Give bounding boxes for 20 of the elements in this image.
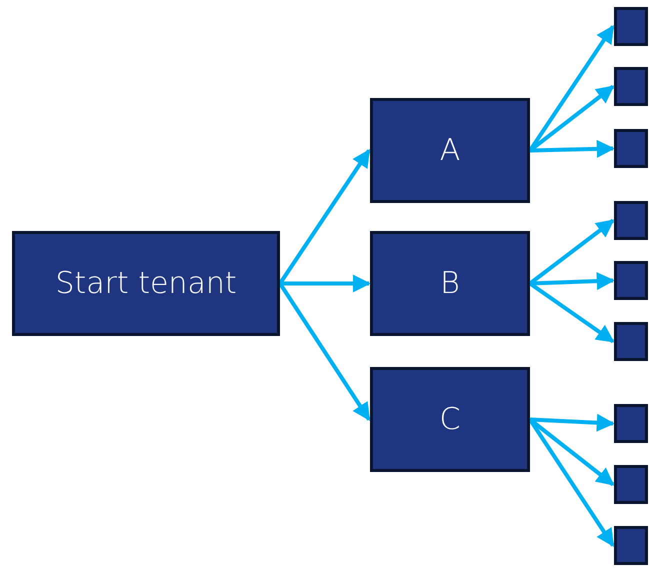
arrow bbox=[530, 140, 615, 158]
empty-box bbox=[614, 322, 648, 361]
arrow bbox=[280, 274, 371, 292]
box-label: B bbox=[440, 266, 460, 301]
box-label: A bbox=[440, 133, 460, 168]
empty-box bbox=[614, 67, 648, 106]
box-label: Start tenant bbox=[55, 266, 237, 301]
empty-box bbox=[614, 201, 648, 240]
process-box bbox=[370, 231, 530, 336]
empty-box bbox=[614, 129, 648, 168]
empty-box bbox=[614, 7, 648, 46]
arrow bbox=[530, 414, 615, 432]
process-box bbox=[370, 98, 530, 203]
empty-box bbox=[614, 404, 648, 443]
process-box bbox=[370, 367, 530, 472]
empty-box bbox=[614, 261, 648, 300]
box-label: C bbox=[440, 402, 460, 437]
empty-box bbox=[614, 526, 648, 565]
empty-box bbox=[614, 465, 648, 504]
process-box bbox=[12, 231, 280, 336]
